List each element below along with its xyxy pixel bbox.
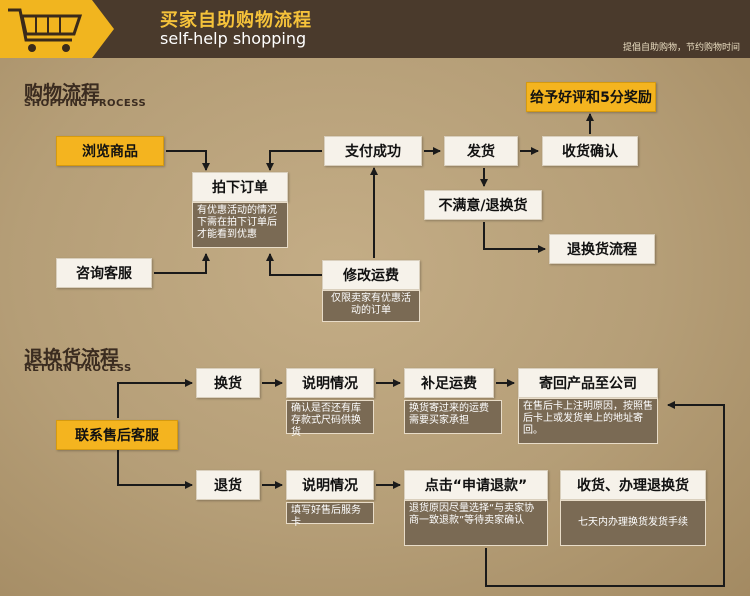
refund-box: 退货: [196, 470, 260, 500]
place-order-box: 拍下订单: [192, 172, 288, 202]
top-up-shipping-box: 补足运费: [404, 368, 494, 398]
exchange-box: 换货: [196, 368, 260, 398]
shopping-section-subtitle: SHOPPING PROCESS: [24, 98, 147, 109]
apply-refund-box: 点击“申请退款”: [404, 470, 548, 500]
confirm-receipt-box: 收货确认: [542, 136, 638, 166]
receive-process-box: 收货、办理退换货: [560, 470, 706, 500]
receive-process-note: 七天内办理换货发货手续: [560, 500, 706, 546]
shopping-cart-icon: [8, 8, 83, 52]
unsatisfied-return-box: 不满意/退换货: [424, 190, 542, 220]
explain-exchange-note: 确认是否还有库存款式尺码供换货: [286, 400, 374, 438]
modify-shipping-note: 仅限卖家有优惠活动的订单: [322, 290, 420, 322]
header-title-en: self-help shopping: [160, 29, 307, 48]
send-back-box: 寄回产品至公司: [518, 368, 658, 398]
explain-exchange-box: 说明情况: [286, 368, 374, 398]
browse-goods-box: 浏览商品: [56, 136, 164, 166]
positive-review-box: 给予好评和5分奖励: [526, 82, 656, 112]
place-order-note: 有优惠活动的情况下需在拍下订单后才能看到优惠: [192, 202, 288, 248]
payment-success-box: 支付成功: [324, 136, 422, 166]
contact-aftersales-box: 联系售后客服: [56, 420, 178, 450]
consult-service-box: 咨询客服: [56, 258, 152, 288]
banner-arrow: [92, 0, 114, 58]
send-back-note: 在售后卡上注明原因，按照售后卡上或发货单上的地址寄回。: [518, 398, 658, 444]
ship-goods-box: 发货: [444, 136, 518, 166]
apply-refund-note: 退货原因尽量选择“与卖家协商一致退款”等待卖家确认: [404, 500, 548, 546]
cart-banner: [0, 0, 92, 58]
explain-refund-box: 说明情况: [286, 470, 374, 500]
return-flow-box: 退换货流程: [549, 234, 655, 264]
return-section-subtitle: RETURN PROCESS: [24, 363, 132, 374]
modify-shipping-box: 修改运费: [322, 260, 420, 290]
return-section-title: 退换货流程: [24, 347, 120, 369]
shopping-section-title: 购物流程: [24, 82, 101, 104]
header-title-cn: 买家自助购物流程: [160, 10, 312, 31]
top-up-shipping-note: 换货寄过来的运费需要买家承担: [404, 400, 502, 434]
header-slogan: 提倡自助购物，节约购物时间: [622, 43, 740, 53]
header-bar: [0, 0, 750, 58]
explain-refund-note: 填写好售后服务卡: [286, 502, 374, 528]
